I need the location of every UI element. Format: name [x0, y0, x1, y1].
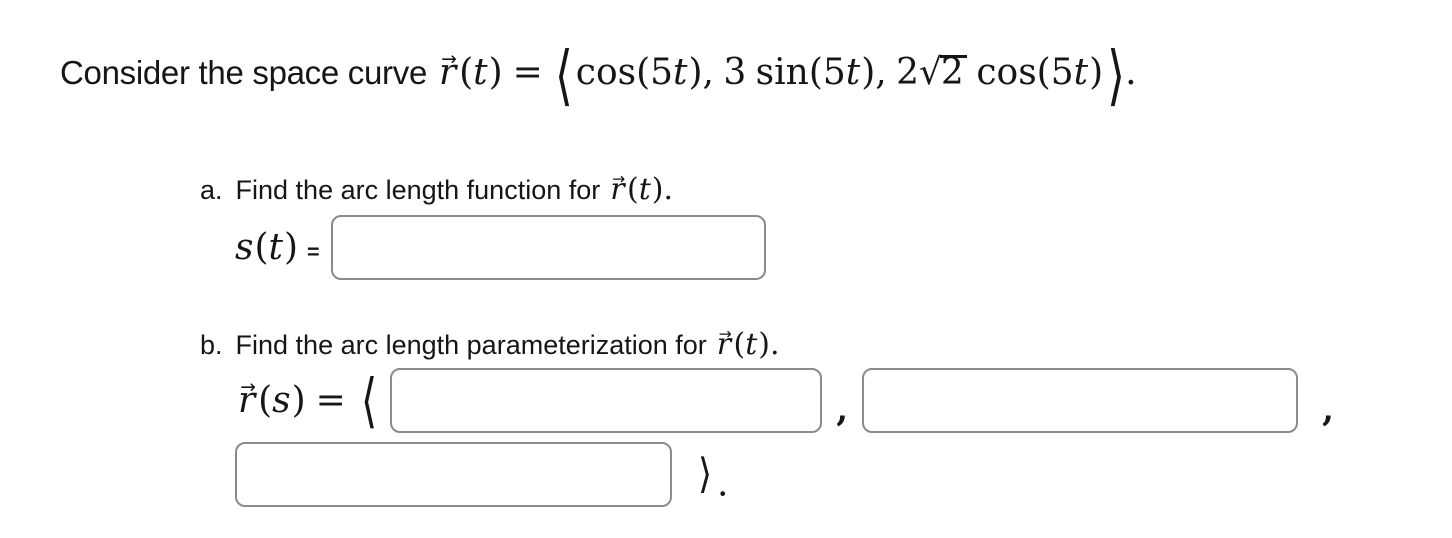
vector-arrow-icon: →: [612, 169, 626, 188]
math-run: ),: [861, 52, 887, 93]
left-angle-bracket: ⟨: [554, 36, 573, 114]
math-run: cos(5: [575, 52, 674, 93]
vector-r: →r: [716, 324, 734, 362]
vector-letter: r: [238, 379, 256, 421]
math-run: (: [258, 379, 273, 421]
math-run: t: [473, 52, 488, 93]
vector-letter: r: [610, 172, 625, 207]
part-b-heading: b. Find the arc length parameterization …: [200, 324, 780, 362]
right-angle-bracket: ⟩: [1107, 36, 1126, 114]
part-b-answer-row-1: →r(s)=⟨ , ,: [238, 368, 1334, 433]
math-run: t: [845, 52, 861, 93]
math-run: 3: [723, 52, 747, 93]
parameterization-x-component-input[interactable]: [390, 368, 823, 433]
equals-sign: =: [315, 379, 346, 421]
math-run: (: [733, 327, 746, 362]
math-run: ),: [688, 52, 715, 93]
right-angle-bracket: ⟩: [698, 450, 713, 498]
vector-r: →r: [610, 169, 627, 207]
math-run: t: [268, 227, 283, 268]
part-a-prompt-math: →r(t).: [610, 169, 674, 207]
math-run: (: [459, 52, 474, 93]
part-b-closing-math: ⟩.: [698, 450, 729, 504]
math-run: s: [235, 227, 254, 268]
left-angle-bracket: ⟨: [360, 365, 378, 435]
math-run: ): [284, 227, 299, 268]
math-run: t: [673, 52, 688, 93]
math-run: t: [745, 327, 758, 362]
vector-r: →r: [238, 378, 258, 421]
vector-arrow-icon: →: [441, 49, 457, 71]
part-b-prompt: Find the arc length parameterization for: [235, 330, 707, 360]
close-paren-period: ).: [651, 172, 674, 207]
math-run: ): [1089, 52, 1104, 93]
math-run: t: [638, 172, 651, 207]
part-b-lhs-math: →r(s)=⟨: [238, 370, 377, 429]
parameterization-z-component-input[interactable]: [235, 442, 672, 507]
part-a-heading: a. Find the arc length function for →r(t…: [200, 169, 674, 207]
vector-arrow-icon: →: [240, 376, 256, 398]
math-run: ): [291, 379, 306, 421]
arc-length-function-input[interactable]: [330, 215, 766, 280]
radicand: 2: [939, 55, 968, 90]
math-run: t: [1073, 52, 1089, 93]
part-b-prompt-math: →r(t).: [716, 324, 780, 362]
comma-separator: ,: [836, 389, 849, 430]
math-run: cos(5: [976, 52, 1074, 93]
part-a-lhs-math: s(t) =: [235, 227, 320, 268]
part-a-prompt: Find the arc length function for: [235, 175, 601, 205]
period: .: [717, 463, 729, 505]
math-run: (: [254, 227, 269, 268]
close-paren-period: ).: [758, 327, 780, 362]
part-b-answer-row-2: ⟩.: [235, 442, 729, 507]
comma-separator: ,: [1322, 389, 1334, 430]
parameterization-y-component-input[interactable]: [862, 368, 1299, 433]
math-run: s: [272, 379, 291, 421]
part-b-index: b.: [200, 330, 223, 360]
vector-letter: r: [439, 52, 457, 93]
math-run: 2: [896, 52, 919, 93]
equals-sign: =: [307, 239, 320, 264]
part-a-index: a.: [200, 175, 223, 205]
equals-sign: =: [512, 52, 543, 93]
math-run: (: [626, 172, 639, 207]
radical-sign: √: [919, 52, 942, 93]
math-run: sin(5: [755, 52, 846, 93]
statement-text: Consider the space curve: [60, 54, 427, 91]
vector-arrow-icon: →: [718, 324, 732, 343]
part-a-answer-row: s(t) =: [235, 215, 766, 280]
vector-letter: r: [716, 327, 732, 362]
vector-r: →r: [439, 51, 459, 93]
period: .: [1125, 52, 1137, 93]
math-run: ): [488, 52, 503, 93]
